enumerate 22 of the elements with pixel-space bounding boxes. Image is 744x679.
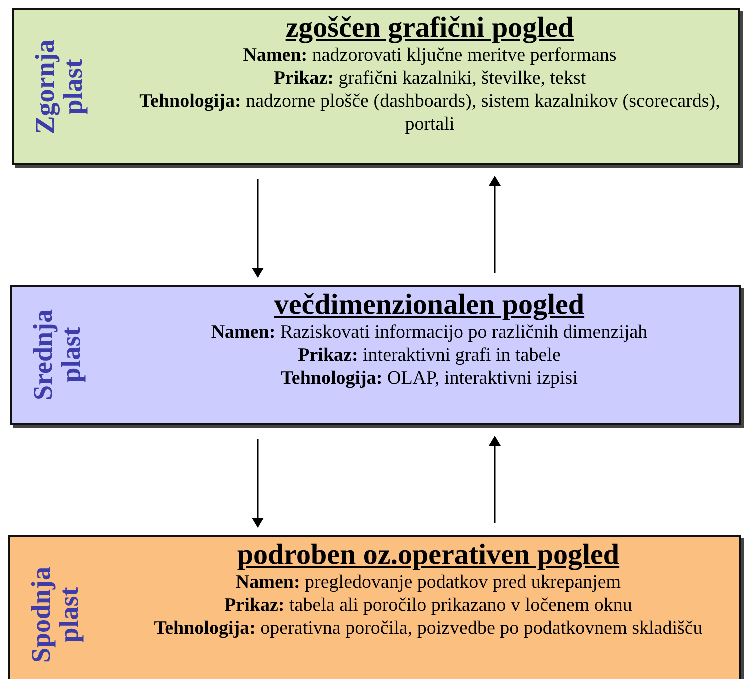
description-line: Prikaz: interaktivni grafi in tabele [297, 344, 562, 367]
layer-box [8, 535, 741, 679]
layer-title: večdimenzionalen pogled [274, 289, 585, 321]
layer-box [10, 285, 741, 425]
description-line: Namen: nadzorovati ključne meritve performans [242, 44, 618, 67]
description-line: Tehnologija: nadzorne plošče (dashboards), sistem kazalnikov (scorecards), portali [138, 90, 722, 136]
description-line: Prikaz: tabela ali poročilo prikazano v ločenem oknu [224, 594, 634, 617]
description-line: Prikaz: grafični kazalniki, številke, tekst [272, 67, 588, 90]
layer-box [12, 8, 740, 165]
layer-label: Zgornja plast [31, 38, 87, 136]
arrow [252, 439, 264, 528]
arrow [252, 179, 264, 278]
description-line: Namen: Raziskovati informacijo po različnih dimenzijah [210, 321, 649, 344]
layer-title: podroben oz.operativen pogled [237, 539, 620, 571]
arrow [489, 436, 501, 523]
layer-title: zgoščen grafični pogled [286, 12, 574, 44]
description-line: Namen: pregledovanje podatkov pred ukrepanjem [234, 571, 622, 594]
arrow [489, 176, 501, 273]
description-line: Tehnologija: operativna poročila, poizvedbe po podatkovnem skladišču [153, 617, 704, 640]
layer-label: Spodnja plast [27, 566, 83, 666]
description-line: Tehnologija: OLAP, interaktivni izpisi [280, 367, 579, 390]
layer-label: Srednja plast [29, 308, 85, 403]
